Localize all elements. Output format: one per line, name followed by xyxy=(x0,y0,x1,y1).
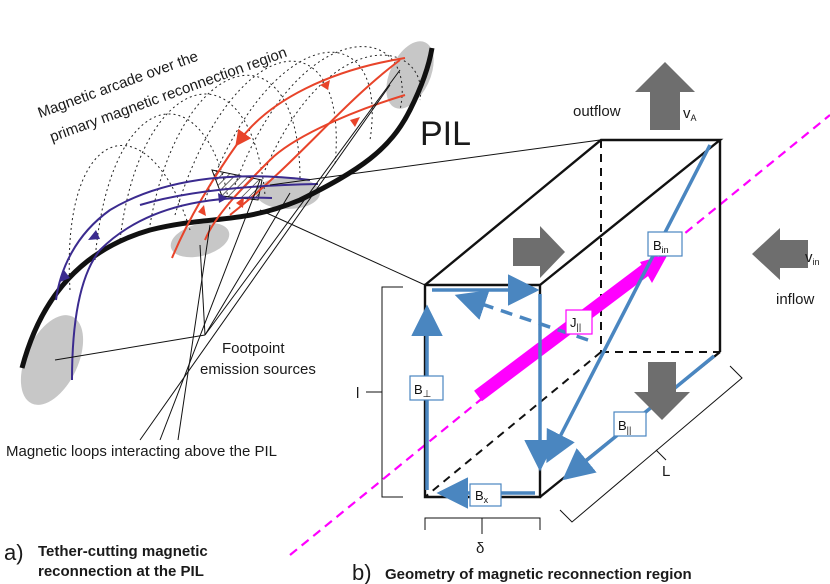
pil-curve xyxy=(19,47,435,369)
red-loop xyxy=(204,94,406,241)
pil-label: PIL xyxy=(420,115,471,153)
caption-b-letter: b) xyxy=(352,560,372,584)
captions: a) Tether-cutting magnetic reconnection … xyxy=(4,540,692,584)
caption-b-title: Geometry of magnetic reconnection region xyxy=(385,566,692,583)
purple-loop xyxy=(139,183,319,206)
outflow-arrow-down xyxy=(634,362,690,420)
dim-L-bracket xyxy=(559,365,743,523)
v-in-label: vin xyxy=(805,249,820,267)
inflow-label: inflow xyxy=(776,291,815,308)
inflow-arrow-right xyxy=(752,228,808,280)
caption-a-letter: a) xyxy=(4,540,24,565)
outflow-label: outflow xyxy=(573,103,621,120)
footpoint-source xyxy=(386,41,434,109)
outflow-arrow xyxy=(635,62,695,130)
footpoint-source xyxy=(170,222,230,258)
footpoint-label: emission sources xyxy=(200,361,316,378)
dim-L-label: L xyxy=(662,463,670,480)
footpoint-source xyxy=(20,315,84,405)
b-perp-label: B⊥ xyxy=(414,382,431,400)
b-x-label: Bx xyxy=(475,488,489,505)
magnetic-arcade xyxy=(68,46,422,291)
caption-a-title: reconnection at the PIL xyxy=(38,563,204,580)
dim-delta-label: δ xyxy=(476,540,484,557)
purple-loop xyxy=(55,175,311,301)
panel-a-sketch: Magnetic arcade over the primary magneti… xyxy=(6,41,601,460)
j-par-label: J|| xyxy=(570,315,581,332)
b-par-label: B|| xyxy=(618,418,631,435)
b-in-vector xyxy=(546,144,712,464)
b-in-label: Bin xyxy=(653,238,669,255)
dim-l-label: l xyxy=(356,385,359,402)
v-a-label: vA xyxy=(683,105,697,123)
inflow-arrow-left xyxy=(513,226,565,278)
purple-loop xyxy=(71,196,273,381)
caption-a-title: Tether-cutting magnetic xyxy=(38,543,208,560)
footpoint-label: Footpoint xyxy=(222,340,285,357)
panel-b-geometry: Bin J|| B⊥ B|| Bx outflow vA vin inflow … xyxy=(289,62,830,557)
loops-label: Magnetic loops interacting above the PIL xyxy=(6,443,277,460)
red-loop xyxy=(171,57,406,259)
